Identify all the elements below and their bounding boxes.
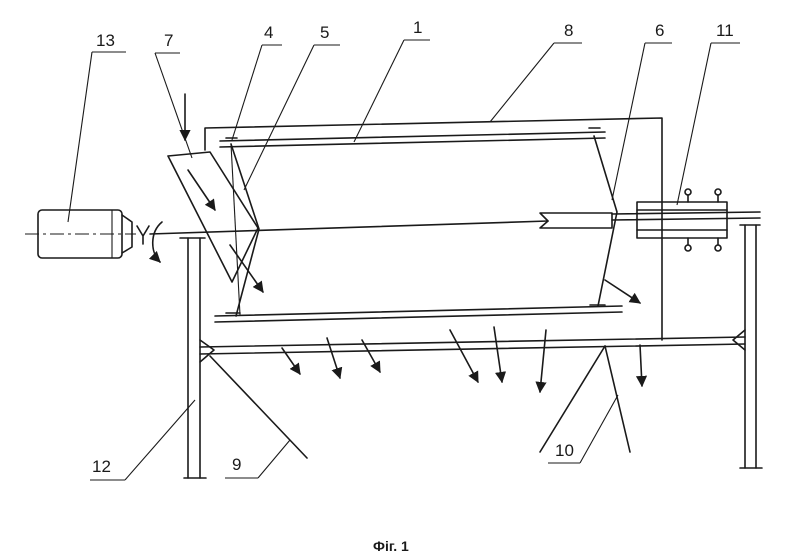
chute-right	[539, 345, 631, 453]
label-12: 12	[92, 457, 111, 476]
label-10: 10	[555, 441, 574, 460]
drum-top-rod	[219, 127, 606, 148]
label-13: 13	[96, 31, 115, 50]
label-7: 7	[164, 31, 173, 50]
left-disc	[230, 143, 260, 317]
label-8: 8	[564, 21, 573, 40]
label-4: 4	[264, 23, 273, 42]
leader-lines	[67, 39, 740, 481]
figure-caption: Фіг. 1	[373, 538, 409, 554]
label-5: 5	[320, 23, 329, 42]
drum-bottom-rod	[214, 304, 623, 323]
motor	[25, 209, 150, 259]
right-disc	[593, 135, 618, 307]
label-9: 9	[232, 455, 241, 474]
support-frame	[179, 224, 763, 479]
material-flow-arrows	[281, 279, 648, 394]
label-11: 11	[716, 21, 734, 40]
top-frame	[204, 117, 663, 341]
rotation-arrow	[148, 221, 163, 263]
chute-left	[209, 355, 308, 459]
label-6: 6	[655, 21, 664, 40]
bearing-unit	[636, 188, 728, 252]
feed-hopper	[167, 151, 259, 283]
label-1: 1	[413, 18, 422, 37]
